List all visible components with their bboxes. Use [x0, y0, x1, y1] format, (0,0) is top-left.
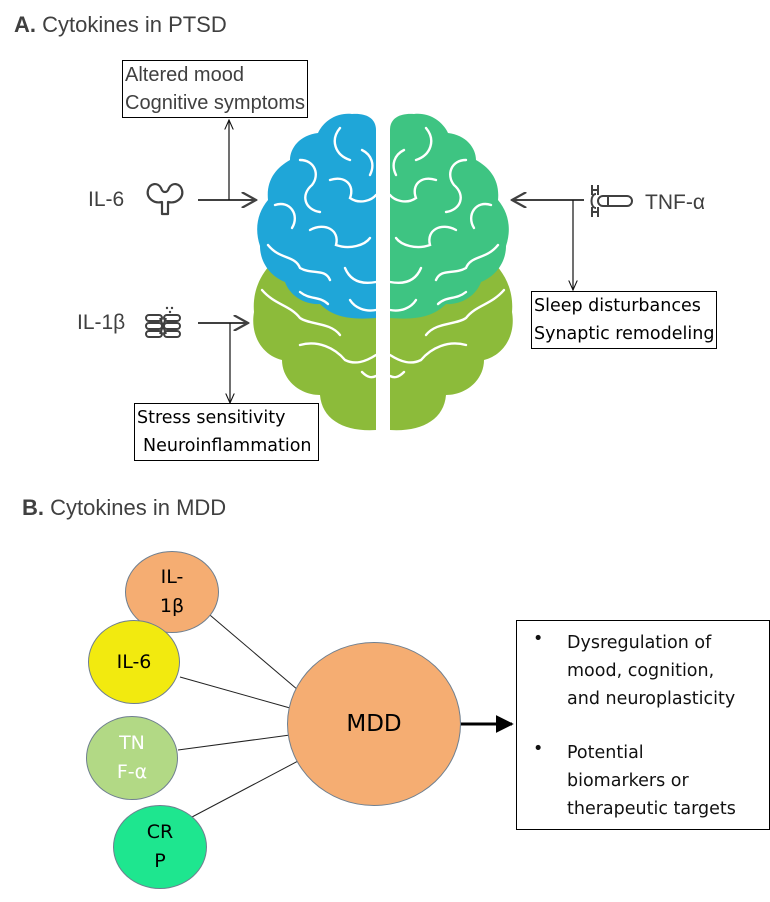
outcome-bullet: •: [533, 739, 544, 759]
panel-a-letter: A.: [14, 12, 36, 37]
panel-b-title: B. Cytokines in MDD: [22, 495, 226, 521]
il1b-receptor-icon: [145, 306, 181, 338]
tnfa-receptor-icon: [590, 185, 633, 217]
node-tnfa: TN F-α: [86, 716, 178, 800]
tnfa-effects-box: Sleep disturbances Synaptic remodeling: [531, 291, 718, 349]
node-crp-label: CR P: [147, 818, 173, 876]
outcome-text: Potential biomarkers or therapeutic targ…: [567, 739, 767, 823]
il6-label: IL-6: [88, 188, 125, 211]
outcome-text: Dysregulation of mood, cognition, and ne…: [567, 629, 767, 713]
node-crp-line-1: CR: [146, 821, 174, 843]
il1b-effect-1: Stress sensitivity: [137, 408, 286, 428]
node-tnfa-line-2: F-α: [116, 761, 148, 783]
il6-receptor-icon: [146, 183, 184, 216]
node-il6: IL-6: [88, 620, 180, 704]
node-tnfa-label: TN F-α: [117, 729, 147, 787]
outcome-bullet: •: [533, 629, 544, 649]
panel-b-letter: B.: [22, 495, 44, 520]
outcome-item: • Potential biomarkers or therapeutic ta…: [517, 739, 769, 823]
outcomes-box: • Dysregulation of mood, cognition, and …: [516, 620, 770, 830]
node-il1b-line-2: 1β: [159, 595, 185, 617]
tnfa-label: TNF-α: [645, 191, 705, 214]
panel-a-title: A. Cytokines in PTSD: [14, 12, 227, 38]
node-il1b: IL- 1β: [125, 551, 219, 633]
node-il6-label: IL-6: [116, 650, 152, 673]
node-il1b-line-1: IL-: [160, 566, 184, 588]
brain-icon: [253, 113, 513, 431]
outcome-line: and neuroplasticity: [567, 689, 736, 709]
brain-gyri: [260, 126, 506, 379]
panel-b-title-text: Cytokines in MDD: [50, 495, 227, 520]
crp-mdd-line: [191, 759, 301, 818]
il6-effect-2: Cognitive symptoms: [125, 92, 306, 114]
il6-effects-box: Altered mood Cognitive symptoms: [122, 60, 309, 118]
tnfa-mdd-line: [177, 734, 291, 751]
outcome-line: mood, cognition,: [567, 661, 715, 681]
panel-a-title-text: Cytokines in PTSD: [42, 12, 227, 37]
il1b-label: IL-1β: [77, 311, 126, 334]
il6-effect-1: Altered mood: [125, 64, 244, 86]
node-tnfa-line-1: TN: [119, 732, 145, 754]
il1b-effects-box: Stress sensitivity Neuroinflammation: [134, 403, 319, 461]
tnfa-effect-1: Sleep disturbances: [534, 296, 701, 316]
il1b-effect-2: Neuroinflammation: [143, 436, 312, 456]
node-crp-line-2: P: [154, 850, 166, 872]
node-il1b-label: IL- 1β: [160, 563, 184, 621]
brain-right-upper-lobe: [390, 113, 509, 319]
il1b-mdd-line: [203, 609, 299, 691]
brain-left-upper-lobe: [257, 113, 376, 319]
outcome-item: • Dysregulation of mood, cognition, and …: [517, 629, 769, 713]
node-mdd: MDD: [287, 642, 461, 806]
il6-mdd-line: [179, 676, 291, 709]
node-mdd-label: MDD: [346, 710, 402, 737]
outcome-line: Dysregulation of: [567, 633, 712, 653]
outcome-line: therapeutic targets: [567, 799, 736, 819]
outcome-line: Potential: [567, 743, 644, 763]
tnfa-effect-2: Synaptic remodeling: [534, 324, 715, 344]
outcome-line: biomarkers or: [567, 771, 689, 791]
node-crp: CR P: [113, 805, 207, 889]
